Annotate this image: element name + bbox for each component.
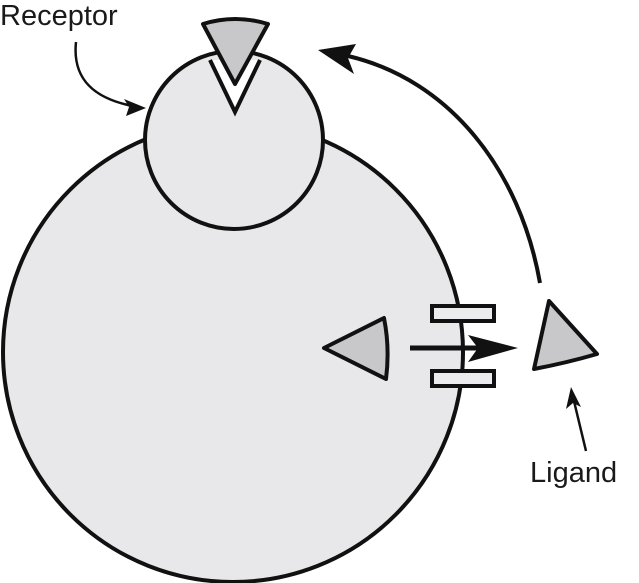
internal-ligand (322, 316, 390, 381)
ligand-label: Ligand (530, 457, 617, 489)
channel-pore-bottom (430, 369, 496, 388)
entry-arrowhead (468, 335, 518, 362)
ligand-pointer-head (566, 387, 581, 409)
receptor-label: Receptor (0, 0, 118, 32)
receptor-binding-notch (208, 59, 262, 117)
return-arc-arrowhead (318, 44, 356, 74)
ligand-pointer (571, 396, 588, 452)
receptor-pointer-head (124, 99, 146, 116)
receptor-pointer (74, 41, 139, 109)
external-ligand (532, 299, 599, 371)
channel-pore-top (430, 304, 496, 323)
bound-ligand (201, 17, 270, 86)
return-arc-arrow (347, 54, 542, 284)
